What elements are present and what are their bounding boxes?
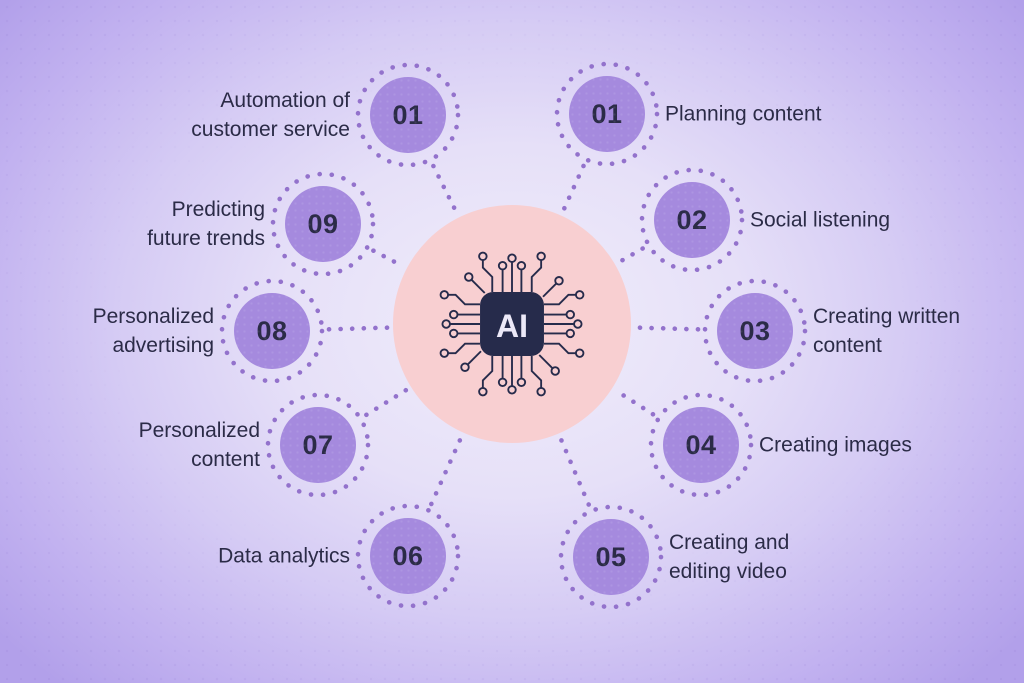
chip-label: AI: [496, 308, 528, 344]
node-circle-05: 05: [573, 519, 649, 595]
node-label: Creating written content: [813, 302, 960, 360]
node-label-line: content: [191, 448, 260, 471]
connector-line: [364, 387, 409, 418]
node-label: Creating images: [759, 431, 912, 460]
node-label-line: customer service: [191, 118, 350, 141]
node-number: 08: [256, 315, 288, 346]
node-label: Personalized content: [139, 416, 260, 474]
node-number: 04: [685, 429, 717, 460]
chip-body: [480, 292, 544, 356]
node-number: 01: [392, 99, 424, 130]
node-label: Creating and editing video: [669, 528, 789, 586]
node-number: 01: [591, 98, 623, 129]
connector-line: [617, 246, 645, 264]
center-hub: AI: [393, 205, 631, 443]
node-label-line: content: [813, 334, 882, 357]
node-label: Data analytics: [218, 542, 350, 571]
node-label-line: future trends: [147, 227, 265, 250]
connector-line: [558, 436, 592, 507]
node-circle-01: 01: [569, 76, 645, 152]
node-label-line: Automation of: [220, 89, 350, 112]
node-label-line: Creating and: [669, 531, 790, 554]
node-number: 05: [595, 541, 627, 572]
node-label-line: Creating images: [759, 433, 912, 457]
node-number: 02: [676, 204, 708, 235]
node-circle-06: 06: [370, 518, 446, 594]
node-number: 09: [307, 208, 339, 239]
connector-line: [614, 389, 656, 417]
node-label: Social listening: [750, 206, 890, 235]
connector-line: [431, 163, 459, 215]
node-label-line: Personalized: [138, 419, 260, 442]
node-label-line: Data analytics: [218, 544, 350, 568]
node-number: 03: [739, 315, 771, 346]
connector-line: [634, 325, 701, 332]
node-circle-04: 04: [663, 407, 739, 483]
node-label-line: editing video: [669, 560, 787, 583]
node-circle-09: 09: [285, 186, 361, 262]
node-label-line: Social listening: [750, 208, 891, 232]
node-label-line: Personalized: [92, 305, 214, 328]
node-label: Automation of customer service: [191, 86, 350, 144]
node-label-line: advertising: [112, 334, 214, 357]
node-label: Predicting future trends: [147, 195, 265, 253]
node-number: 06: [392, 540, 424, 571]
node-circle-01: 01: [370, 77, 446, 153]
node-label: Planning content: [665, 100, 821, 129]
node-circle-07: 07: [280, 407, 356, 483]
connector-line: [429, 435, 464, 507]
connector-line: [371, 248, 404, 268]
connector-line: [561, 163, 586, 213]
node-label-line: Predicting: [171, 198, 265, 221]
node-label: Personalized advertising: [93, 302, 214, 360]
ai-chip-icon: AI: [439, 251, 585, 397]
node-circle-03: 03: [717, 293, 793, 369]
node-label-line: Planning content: [665, 102, 822, 126]
node-circle-02: 02: [654, 182, 730, 258]
connector-line: [326, 325, 390, 332]
node-number: 07: [302, 429, 334, 460]
node-label-line: Creating written: [813, 305, 961, 328]
node-circle-08: 08: [234, 293, 310, 369]
